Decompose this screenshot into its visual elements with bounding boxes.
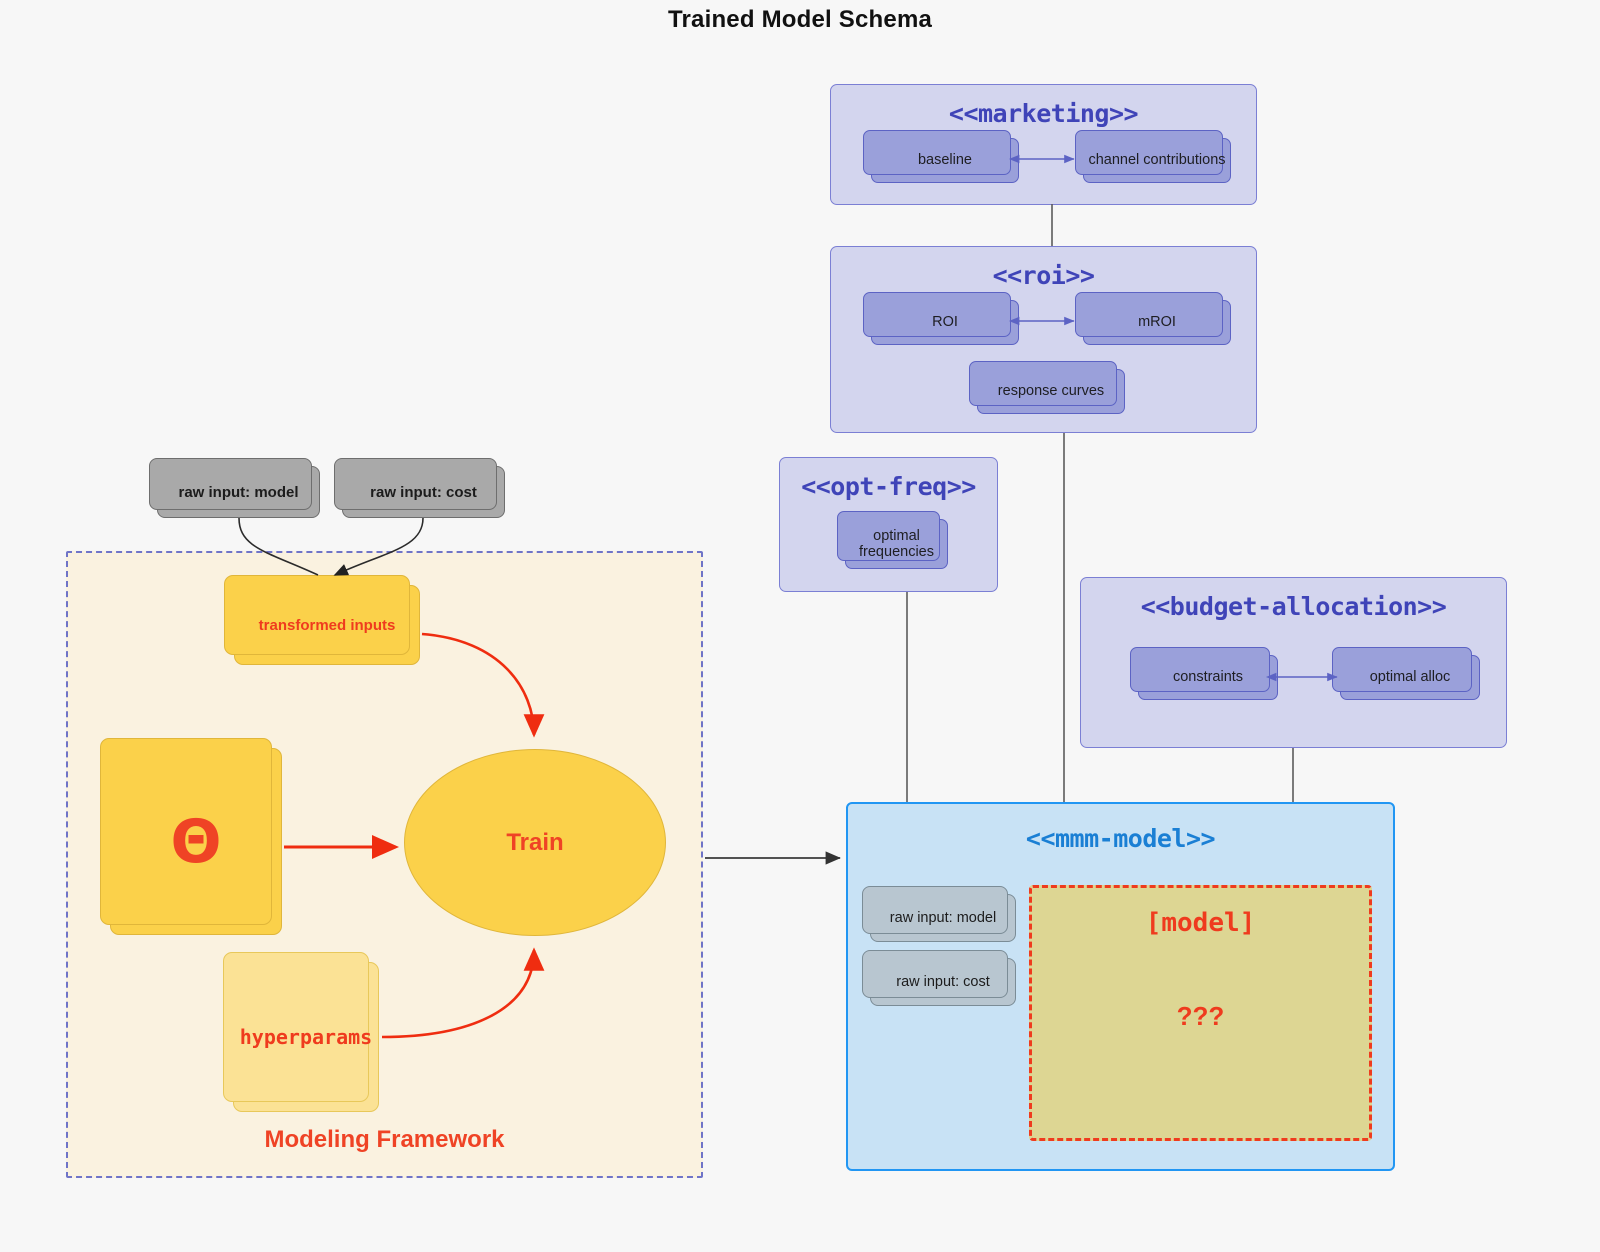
node-optimal-frequencies-label: optimal frequencies <box>859 527 934 560</box>
raw-input-model-label: raw input: model <box>178 483 299 501</box>
raw-input-cost-box[interactable]: raw input: cost <box>334 458 505 518</box>
package-opt-freq-title: <<opt-freq>> <box>801 472 976 501</box>
package-budget-allocation-title: <<budget-allocation>> <box>1140 592 1447 621</box>
node-response-curves-label: response curves <box>997 383 1105 400</box>
node-channel-contributions-label: channel contributions <box>1088 152 1226 169</box>
mmm-raw-input-model-label: raw input: model <box>889 910 997 926</box>
transformed-inputs-label: transformed inputs <box>258 616 396 634</box>
train-label: Train <box>506 828 564 856</box>
transformed-inputs-box[interactable]: transformed inputs <box>224 575 420 665</box>
model-unknown-label: ??? <box>1176 1001 1225 1031</box>
modeling-framework-label: Modeling Framework <box>264 1126 505 1153</box>
mmm-raw-input-model-box[interactable]: raw input: model <box>862 886 1016 942</box>
model-placeholder-box[interactable]: [model] ??? <box>1029 885 1372 1141</box>
package-mmm-model[interactable]: <<mmm-model>> raw input: model raw input… <box>846 802 1395 1171</box>
node-channel-contributions[interactable]: channel contributions <box>1075 130 1231 183</box>
raw-input-cost-label: raw input: cost <box>370 483 477 501</box>
node-constraints[interactable]: constraints <box>1130 647 1278 700</box>
package-budget-allocation[interactable]: <<budget-allocation>> constraints optima… <box>1080 577 1507 748</box>
node-optimal-alloc[interactable]: optimal alloc <box>1332 647 1480 700</box>
node-mroi[interactable]: mROI <box>1075 292 1231 345</box>
package-roi[interactable]: <<roi>> ROI mROI response curves <box>830 246 1257 433</box>
package-marketing-title: <<marketing>> <box>948 99 1139 128</box>
mmm-raw-input-cost-box[interactable]: raw input: cost <box>862 950 1016 1006</box>
package-marketing[interactable]: <<marketing>> baseline channel contribut… <box>830 84 1257 205</box>
node-optimal-frequencies[interactable]: optimal frequencies <box>837 511 948 569</box>
page-title: Trained Model Schema <box>667 6 933 33</box>
theta-symbol: Θ <box>170 806 222 877</box>
node-roi[interactable]: ROI <box>863 292 1019 345</box>
node-baseline[interactable]: baseline <box>863 130 1019 183</box>
node-baseline-label: baseline <box>917 152 972 169</box>
node-mroi-label: mROI <box>1138 314 1176 331</box>
node-roi-label: ROI <box>932 314 958 331</box>
raw-input-model-box[interactable]: raw input: model <box>149 458 320 518</box>
hyperparams-box[interactable]: hyperparams <box>223 952 379 1112</box>
mmm-raw-input-cost-label: raw input: cost <box>896 974 990 990</box>
hyperparams-label: hyperparams <box>239 1025 373 1049</box>
package-opt-freq[interactable]: <<opt-freq>> optimal frequencies <box>779 457 998 592</box>
theta-box[interactable]: Θ <box>100 738 282 935</box>
package-mmm-model-title: <<mmm-model>> <box>1025 824 1216 853</box>
node-constraints-label: constraints <box>1172 669 1244 686</box>
train-node[interactable]: Train <box>404 749 666 936</box>
model-placeholder-label: [model] <box>1145 908 1256 938</box>
node-response-curves[interactable]: response curves <box>969 361 1125 414</box>
node-optimal-alloc-label: optimal alloc <box>1369 669 1451 686</box>
package-roi-title: <<roi>> <box>992 261 1095 290</box>
